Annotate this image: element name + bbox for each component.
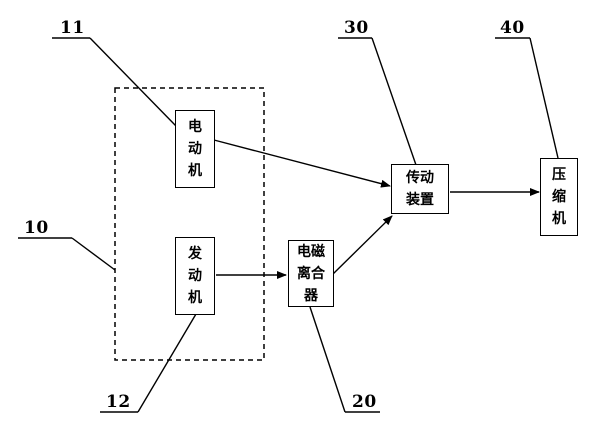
compressor-label: 压 缩 机 xyxy=(552,167,566,227)
leader-line-11-diag xyxy=(89,37,177,127)
engine-label: 发 动 机 xyxy=(188,246,202,306)
ref-numeral-10: 10 xyxy=(24,218,49,238)
ref-numeral-30: 30 xyxy=(344,18,369,38)
motor-box: 电 动 机 xyxy=(175,110,215,188)
engine-box: 发 动 机 xyxy=(175,237,215,315)
power-unit-dashed-boundary xyxy=(114,87,265,361)
compressor-box: 压 缩 机 xyxy=(540,158,578,236)
transmission-label: 传动 装置 xyxy=(406,170,434,208)
ref-numeral-12: 12 xyxy=(106,392,131,412)
ref-numeral-40: 40 xyxy=(500,18,525,38)
leader-line-20-diag xyxy=(309,306,346,413)
electromagnetic-clutch-label: 电磁 离合 器 xyxy=(297,243,325,304)
electromagnetic-clutch-box: 电磁 离合 器 xyxy=(288,240,334,307)
leader-line-10-diag xyxy=(71,237,116,271)
leader-line-30-diag xyxy=(371,37,417,166)
arrow-clutch-to-transmission xyxy=(332,215,393,275)
leader-line-12-diag xyxy=(137,313,197,413)
arrow-motor-to-transmission xyxy=(213,139,391,188)
leader-line-40-diag xyxy=(529,37,559,159)
transmission-box: 传动 装置 xyxy=(391,164,449,214)
ref-numeral-11: 11 xyxy=(60,18,85,38)
ref-numeral-20: 20 xyxy=(352,392,377,412)
motor-label: 电 动 机 xyxy=(188,119,202,179)
